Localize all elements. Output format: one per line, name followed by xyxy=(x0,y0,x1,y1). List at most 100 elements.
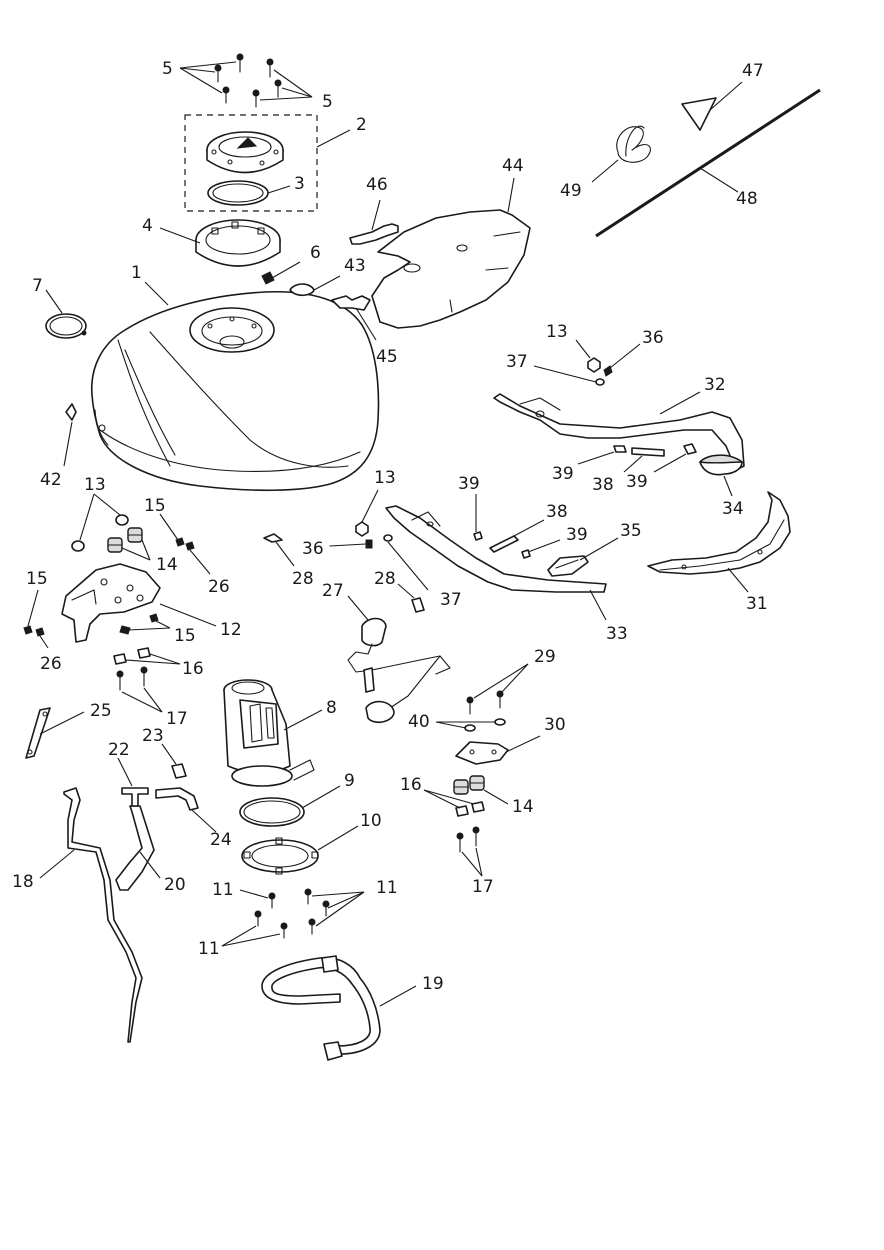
part-12-mount-bracket xyxy=(61,563,217,643)
part-29-bolts xyxy=(466,663,529,715)
callout-11-right: 11 xyxy=(376,878,398,898)
callout-13-top: 13 xyxy=(546,322,568,342)
part-37-washer-mid xyxy=(383,534,429,591)
callout-14-right: 14 xyxy=(512,797,534,817)
part-9-seal xyxy=(239,785,341,827)
callout-34: 34 xyxy=(722,499,744,519)
part-23-clamp xyxy=(161,743,187,779)
callout-45: 45 xyxy=(376,347,398,367)
part-47-decal xyxy=(681,81,743,131)
callout-39-b: 39 xyxy=(626,472,648,492)
part-3-seal-ring xyxy=(207,180,291,206)
callout-15-mid: 15 xyxy=(174,626,196,646)
callout-labels: 1 2 3 4 5 5 6 7 8 9 10 11 11 11 12 13 13… xyxy=(12,59,768,994)
callout-46: 46 xyxy=(366,175,388,195)
part-19-harness xyxy=(261,955,417,1061)
part-1-fuel-tank xyxy=(90,281,380,492)
part-31-trim xyxy=(647,491,791,593)
callout-11-left-bottom: 11 xyxy=(198,939,220,959)
callout-5-left: 5 xyxy=(162,59,173,79)
callout-38-top: 38 xyxy=(592,475,614,495)
part-39-pads-top xyxy=(577,443,697,473)
callout-31: 31 xyxy=(746,594,768,614)
part-42-fitting xyxy=(63,403,77,467)
callout-15-left: 15 xyxy=(26,569,48,589)
part-46-pad xyxy=(349,199,399,245)
part-7-clip xyxy=(45,289,87,339)
callout-33: 33 xyxy=(606,624,628,644)
part-33-bracket xyxy=(385,505,607,621)
part-2-filler-cap-assembly xyxy=(184,114,351,212)
callout-24: 24 xyxy=(210,830,232,850)
part-28-clips xyxy=(263,533,425,613)
callout-35: 35 xyxy=(620,521,642,541)
part-14-grommets-right xyxy=(453,775,509,805)
callout-10: 10 xyxy=(360,811,382,831)
callout-7: 7 xyxy=(32,276,43,296)
callout-30: 30 xyxy=(544,715,566,735)
callout-39-a: 39 xyxy=(552,464,574,484)
callout-13-mid: 13 xyxy=(374,468,396,488)
part-11-screws xyxy=(221,888,365,947)
part-49-logo xyxy=(591,125,651,183)
part-35-pad xyxy=(547,537,619,577)
part-26-nuts-left xyxy=(35,541,211,649)
part-15-bolts-left xyxy=(23,513,185,635)
callout-37-mid: 37 xyxy=(440,590,462,610)
callout-19: 19 xyxy=(422,974,444,994)
callout-29: 29 xyxy=(534,647,556,667)
callout-22: 22 xyxy=(108,740,130,760)
part-4-filler-ring xyxy=(159,219,281,267)
callout-26-left: 26 xyxy=(40,654,62,674)
callout-28-left: 28 xyxy=(292,569,314,589)
callout-23: 23 xyxy=(142,726,164,746)
callout-8: 8 xyxy=(326,698,337,718)
part-36-bolt-top xyxy=(603,343,641,377)
part-38-strip-top xyxy=(623,447,665,473)
callout-43: 43 xyxy=(344,256,366,276)
callout-32: 32 xyxy=(704,375,726,395)
callout-42: 42 xyxy=(40,470,62,490)
part-10-flange-ring xyxy=(241,825,359,875)
callout-1: 1 xyxy=(131,263,142,283)
part-24-hose xyxy=(155,787,217,833)
callout-40: 40 xyxy=(408,712,430,732)
part-13-nut-top xyxy=(575,339,601,373)
callout-37-top: 37 xyxy=(506,352,528,372)
part-8-fuel-pump xyxy=(223,679,323,787)
callout-47: 47 xyxy=(742,61,764,81)
callout-25: 25 xyxy=(90,701,112,721)
part-13-nut-mid xyxy=(355,489,379,537)
part-5-screws xyxy=(179,53,313,108)
part-38-strip-mid xyxy=(489,519,545,553)
callout-6: 6 xyxy=(310,243,321,263)
callout-36-mid: 36 xyxy=(302,539,324,559)
part-25-strap xyxy=(25,707,85,759)
part-40-washers xyxy=(435,718,506,732)
callout-16-left: 16 xyxy=(182,659,204,679)
part-13-nuts-left xyxy=(71,493,129,552)
part-44-heat-shield xyxy=(371,177,531,329)
callout-48: 48 xyxy=(736,189,758,209)
callout-4: 4 xyxy=(142,216,153,236)
callout-18: 18 xyxy=(12,872,34,892)
callout-5-right: 5 xyxy=(322,92,333,112)
part-14-grommets-left xyxy=(107,527,151,561)
callout-13-left: 13 xyxy=(84,475,106,495)
callout-38-mid: 38 xyxy=(546,502,568,522)
part-36-bolt-mid xyxy=(329,539,373,549)
callout-17-left: 17 xyxy=(166,709,188,729)
callout-49: 49 xyxy=(560,181,582,201)
callout-39-d: 39 xyxy=(566,525,588,545)
part-17-bolts-right xyxy=(456,826,483,877)
part-16-collars-left xyxy=(113,647,181,665)
part-37-washer-top xyxy=(533,365,605,386)
callout-28-right: 28 xyxy=(374,569,396,589)
part-6-valve xyxy=(261,261,301,285)
part-16-collars-right xyxy=(423,789,485,817)
part-20-pipe xyxy=(115,805,161,891)
part-39-pads-mid xyxy=(473,494,561,559)
part-17-bolts-left xyxy=(116,666,163,713)
part-30-bracket xyxy=(455,735,541,765)
